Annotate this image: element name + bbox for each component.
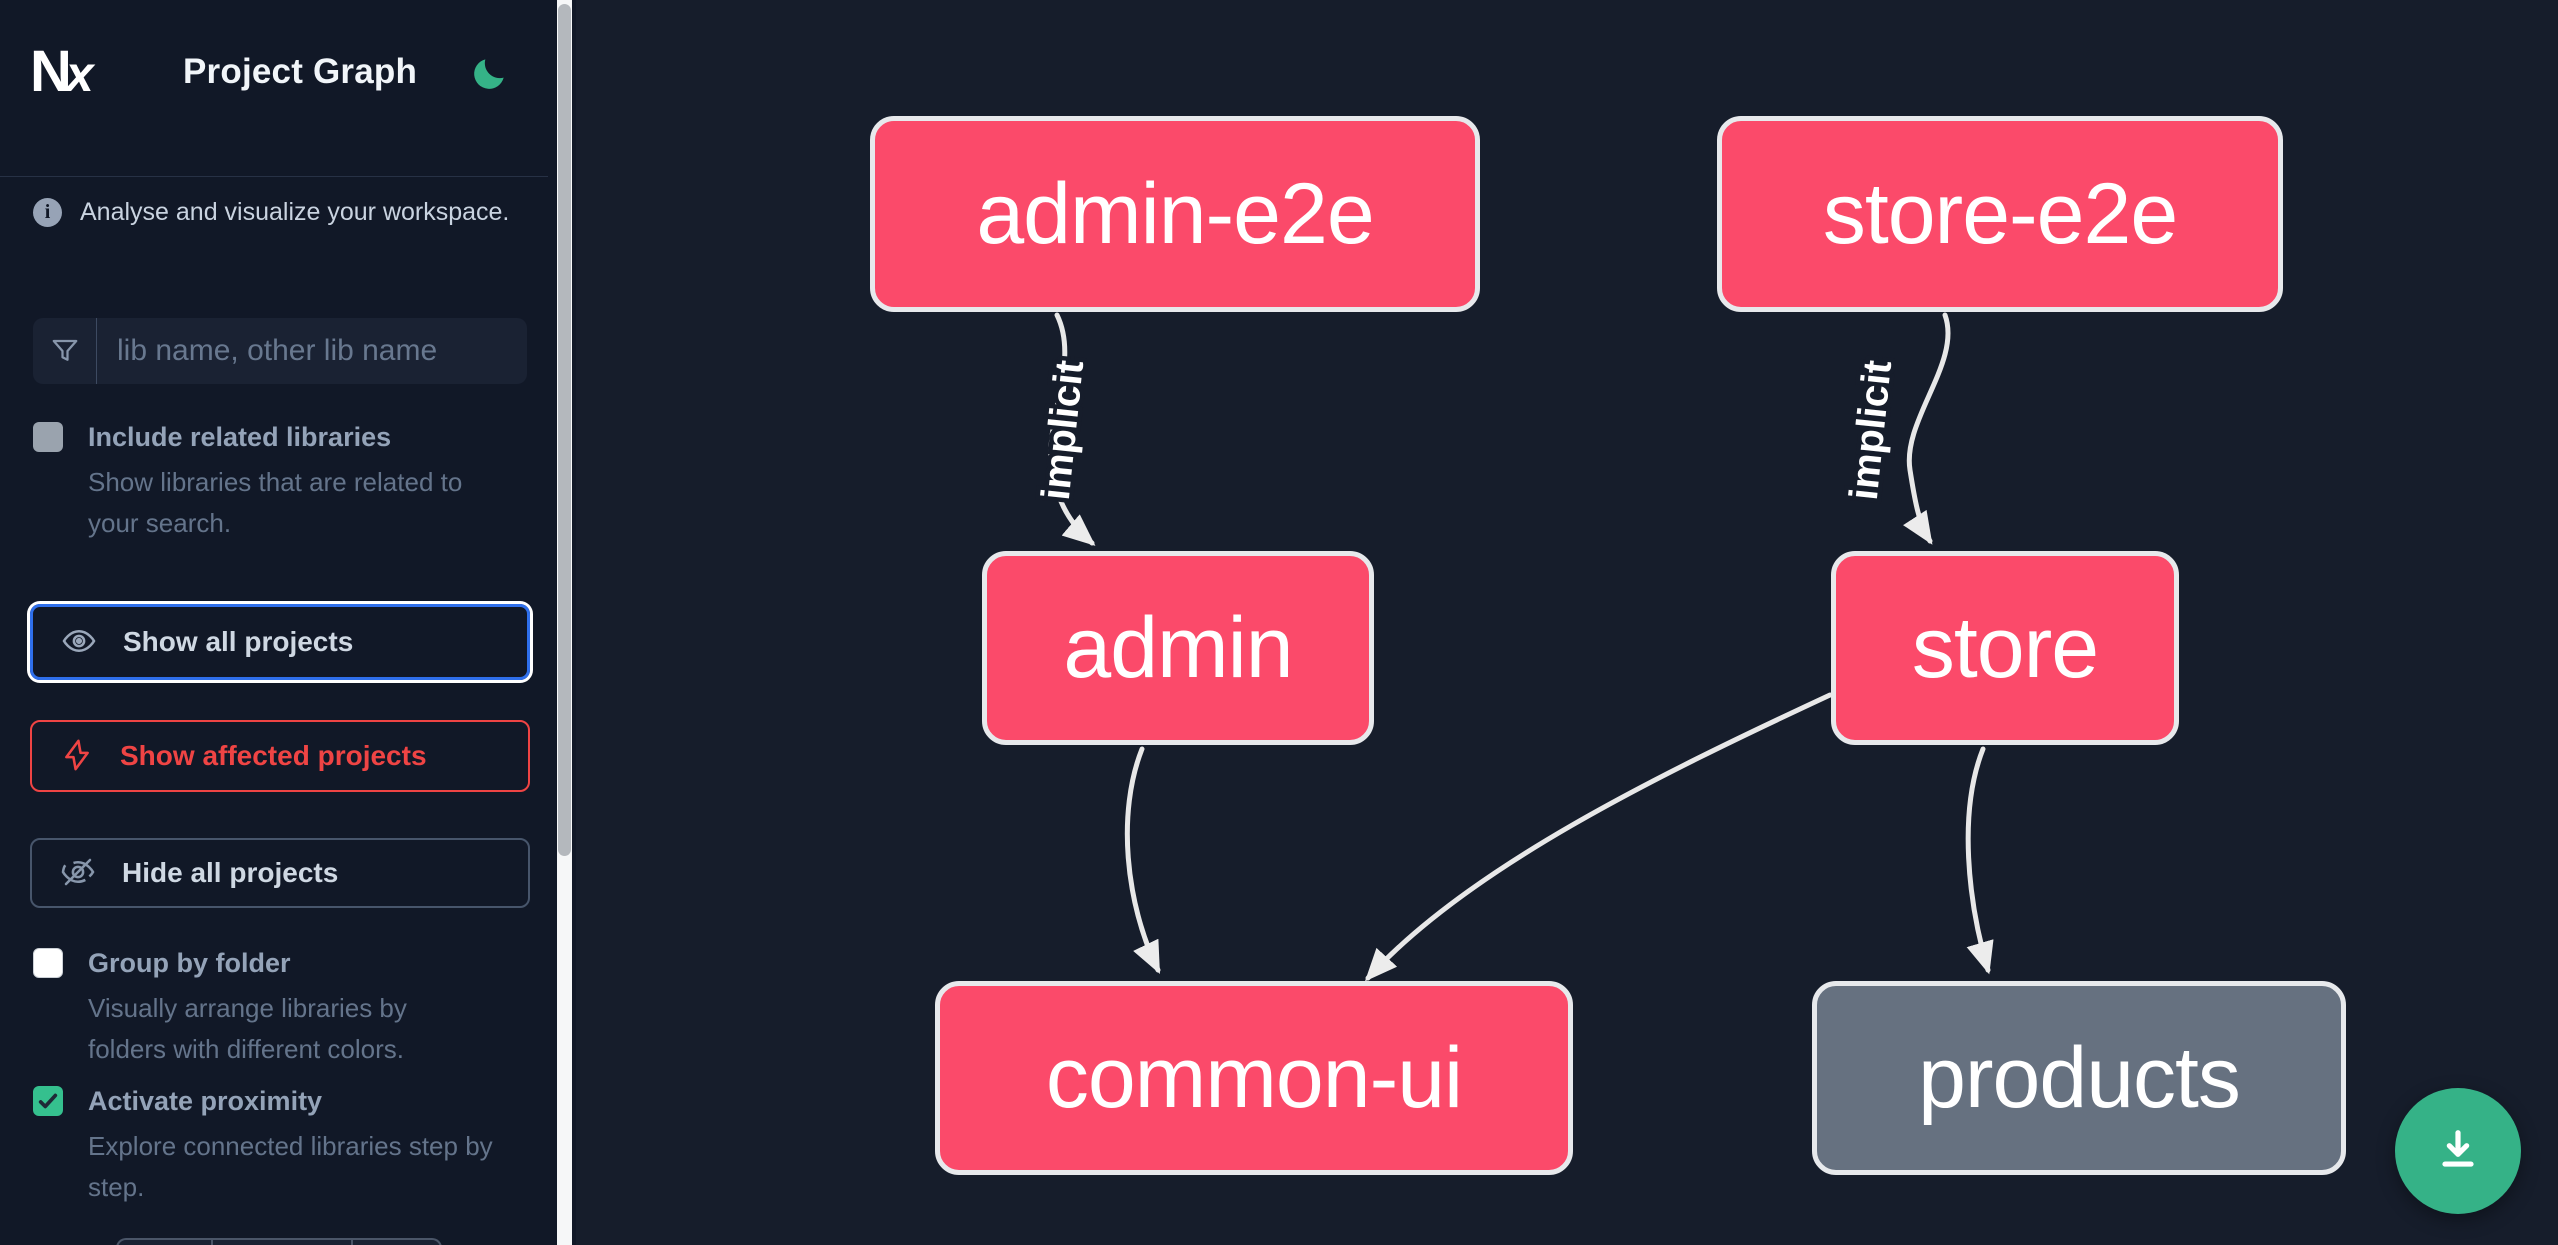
option-description: Explore connected libraries step by step… [88, 1131, 493, 1202]
checkbox-group-by-folder[interactable] [33, 948, 63, 978]
option-group-by-folder[interactable]: Group by folder Visually arrange librari… [33, 946, 533, 1070]
eye-off-icon [60, 854, 96, 893]
proximity-stepper-partial[interactable] [116, 1238, 442, 1245]
option-label: Group by folder [88, 948, 291, 978]
edge-label-implicit: implicit [1034, 358, 1092, 502]
graph-node-products[interactable]: products [1812, 981, 2346, 1175]
download-icon [2432, 1124, 2484, 1179]
sidebar: Nx Project Graph i Analyse and visualize… [0, 0, 576, 1245]
option-include-related[interactable]: Include related libraries Show libraries… [33, 420, 533, 544]
page-title: Project Graph [183, 52, 418, 91]
edge-store-e2e-store [1903, 312, 1951, 545]
filter-input[interactable] [97, 318, 527, 384]
checkbox-activate-proximity[interactable] [33, 1086, 63, 1116]
option-label: Activate proximity [88, 1086, 323, 1116]
button-label: Show all projects [123, 626, 354, 657]
button-label: Show affected projects [120, 740, 427, 771]
sidebar-scrollbar-thumb[interactable] [558, 4, 571, 856]
button-label: Hide all projects [122, 857, 339, 888]
moon-icon [470, 58, 510, 96]
edge-label-implicit: implicit [1842, 358, 1900, 502]
graph-node-store-e2e[interactable]: store-e2e [1717, 116, 2283, 312]
nx-logo-n: N [30, 39, 72, 104]
edge-store-products [1965, 746, 1994, 975]
graph-edges: implicit implicit [1029, 312, 1994, 982]
edge-admin-common-ui [1124, 746, 1161, 975]
download-graph-button[interactable] [2395, 1088, 2521, 1214]
option-description: Show libraries that are related to your … [88, 467, 463, 538]
sidebar-scrollbar-track[interactable] [557, 0, 572, 1245]
edge-store-common-ui [1364, 692, 1833, 982]
graph-canvas[interactable]: implicit implicit admin-e2e store-e2e ad… [576, 0, 2558, 1245]
nx-logo: Nx [30, 38, 94, 105]
stepper-divider [211, 1240, 213, 1245]
option-label: Include related libraries [88, 422, 392, 452]
edge-admin-e2e-admin [1048, 312, 1096, 546]
theme-toggle-button[interactable] [468, 52, 512, 96]
tagline-row: i Analyse and visualize your workspace. [33, 198, 533, 227]
checkbox-include-related[interactable] [33, 422, 63, 452]
header-divider [0, 176, 548, 177]
show-all-projects-button[interactable]: Show all projects [30, 604, 530, 680]
sidebar-header: Nx Project Graph [0, 0, 548, 176]
eye-icon [61, 623, 97, 662]
graph-node-store[interactable]: store [1831, 551, 2179, 745]
info-icon: i [33, 198, 62, 227]
filter-box [33, 318, 527, 384]
graph-node-admin-e2e[interactable]: admin-e2e [870, 116, 1480, 312]
hide-all-projects-button[interactable]: Hide all projects [30, 838, 530, 908]
tagline-text: Analyse and visualize your workspace. [80, 198, 510, 226]
option-description: Visually arrange libraries by folders wi… [88, 993, 407, 1064]
bolt-icon [60, 738, 94, 775]
show-affected-projects-button[interactable]: Show affected projects [30, 720, 530, 792]
graph-node-admin[interactable]: admin [982, 551, 1374, 745]
option-activate-proximity[interactable]: Activate proximity Explore connected lib… [33, 1084, 533, 1208]
funnel-icon [33, 318, 97, 384]
stepper-divider [351, 1240, 353, 1245]
nx-logo-x: x [65, 46, 94, 102]
graph-node-common-ui[interactable]: common-ui [935, 981, 1573, 1175]
